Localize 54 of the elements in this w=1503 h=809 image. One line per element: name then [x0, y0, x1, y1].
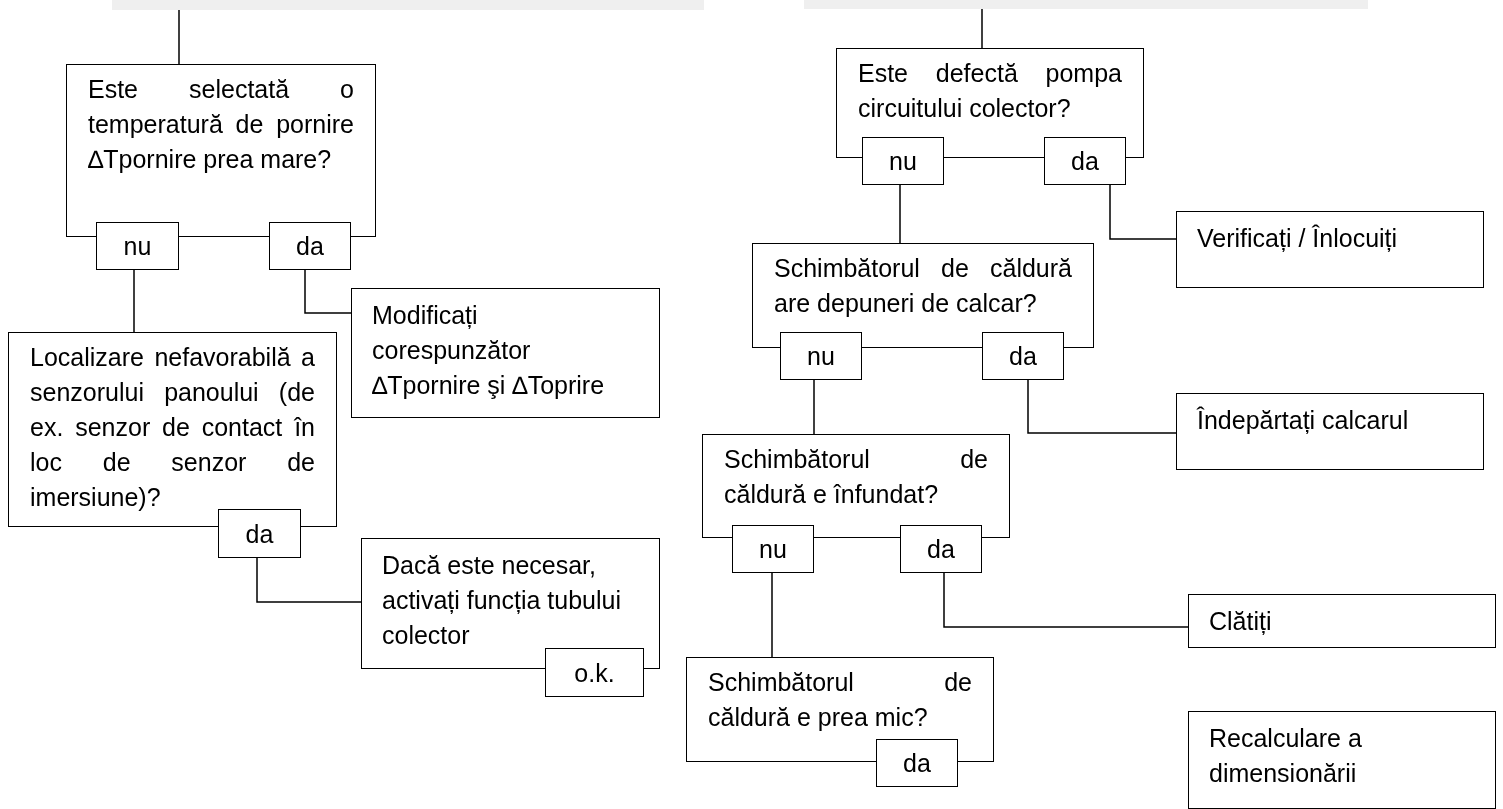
- action-text: Recalculare a dimensionării: [1209, 723, 1363, 789]
- connector-line: [133, 269, 135, 333]
- answer-label: da: [1009, 341, 1037, 371]
- question-text: Schimbătorul de căldură e prea mic?: [708, 667, 972, 733]
- answer-tab: [876, 739, 958, 787]
- header-bar: [112, 0, 704, 10]
- answer-tab: [545, 648, 644, 697]
- answer-label: da: [903, 748, 931, 778]
- answer-label: nu: [807, 341, 835, 371]
- action-box: [351, 288, 660, 418]
- answer-tab: [218, 509, 301, 558]
- answer-tab: [900, 525, 982, 573]
- answer-tab: [1044, 137, 1126, 185]
- answer-label: nu: [889, 146, 917, 176]
- question-text: Este defectă pompa circuitului colector?: [858, 58, 1122, 124]
- action-box: [1188, 711, 1496, 809]
- question-text: Localizare nefavorabilă a senzorului panoului (de ex. senzor de contact în loc de senzor de imersiune)?: [30, 342, 315, 513]
- connector-line: [304, 269, 352, 314]
- answer-label: da: [245, 518, 274, 549]
- connector-line: [943, 572, 1189, 628]
- connector-line: [1109, 184, 1177, 240]
- question-box: [702, 434, 1010, 538]
- answer-label: o.k.: [574, 657, 615, 688]
- question-box: [66, 64, 376, 237]
- answer-label: da: [927, 534, 955, 564]
- action-box: [1176, 211, 1484, 288]
- answer-label: nu: [123, 231, 152, 261]
- action-text: Clătiți: [1209, 606, 1273, 637]
- question-text: Schimbătorul de căldură are depuneri de calcar?: [774, 253, 1072, 319]
- connector-line: [178, 9, 180, 65]
- action-text: Verificați / Înlocuiți: [1197, 223, 1399, 254]
- connector-line: [771, 572, 773, 658]
- connector-line: [899, 184, 901, 244]
- answer-label: da: [296, 231, 324, 261]
- question-text: Este selectată o temperatură de pornire ∆Tpornire prea mare?: [88, 74, 354, 175]
- answer-tab: [269, 222, 351, 270]
- answer-label: da: [1071, 146, 1099, 176]
- question-text: Schimbătorul de căldură e înfundat?: [724, 444, 988, 510]
- answer-tab: [862, 137, 944, 185]
- connector-line: [256, 557, 362, 603]
- answer-tab: [732, 525, 814, 573]
- action-box: [1188, 594, 1496, 648]
- question-box: [752, 243, 1094, 348]
- answer-label: nu: [759, 534, 787, 564]
- action-text: Îndepărtați calcarul: [1197, 405, 1410, 436]
- action-box: [1176, 393, 1484, 470]
- answer-tab: [780, 332, 862, 380]
- answer-tab: [96, 222, 179, 270]
- action-text: Modificați corespunzător ∆Tpornire şi ∆Toprire: [372, 300, 606, 401]
- connector-line: [981, 8, 983, 49]
- header-bar: [804, 0, 1368, 9]
- connector-line: [1027, 379, 1177, 434]
- answer-tab: [982, 332, 1064, 380]
- connector-line: [813, 379, 815, 435]
